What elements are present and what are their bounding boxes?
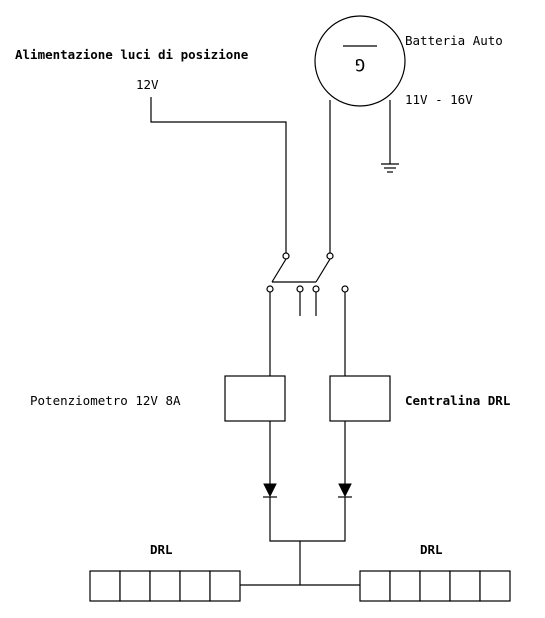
power-source-voltage: 12V: [136, 77, 159, 92]
diode-right: [338, 483, 352, 498]
double-switch: [266, 252, 349, 316]
potentiometer-box: [224, 375, 286, 422]
led-segment: [209, 570, 241, 602]
merge-wire: [269, 497, 346, 542]
battery-label: Batteria Auto: [405, 33, 503, 48]
power-source-title: Alimentazione luci di posizione: [15, 47, 249, 62]
led-segment: [119, 570, 151, 602]
battery-voltage-label: 11V - 16V: [405, 92, 473, 107]
led-segment: [419, 570, 451, 602]
led-segment: [89, 570, 121, 602]
led-segment: [449, 570, 481, 602]
drl-right-label: DRL: [420, 542, 443, 557]
potentiometer-label: Potenziometro 12V 8A: [30, 393, 181, 408]
position-lights-wire: [150, 97, 287, 253]
drl-left-strip: [89, 570, 241, 602]
led-segment: [479, 570, 511, 602]
generator-symbol: G: [355, 54, 365, 74]
battery-generator-symbol: G: [314, 15, 406, 107]
drl-unit-label: Centralina DRL: [405, 393, 511, 408]
diode-left: [263, 483, 277, 498]
led-segment: [149, 570, 181, 602]
led-segment: [359, 570, 391, 602]
led-segment: [389, 570, 421, 602]
drl-unit-box: [329, 375, 391, 422]
ground-symbol: [381, 100, 399, 173]
drl-left-label: DRL: [150, 542, 173, 557]
drl-right-strip: [359, 570, 511, 602]
led-segment: [179, 570, 211, 602]
